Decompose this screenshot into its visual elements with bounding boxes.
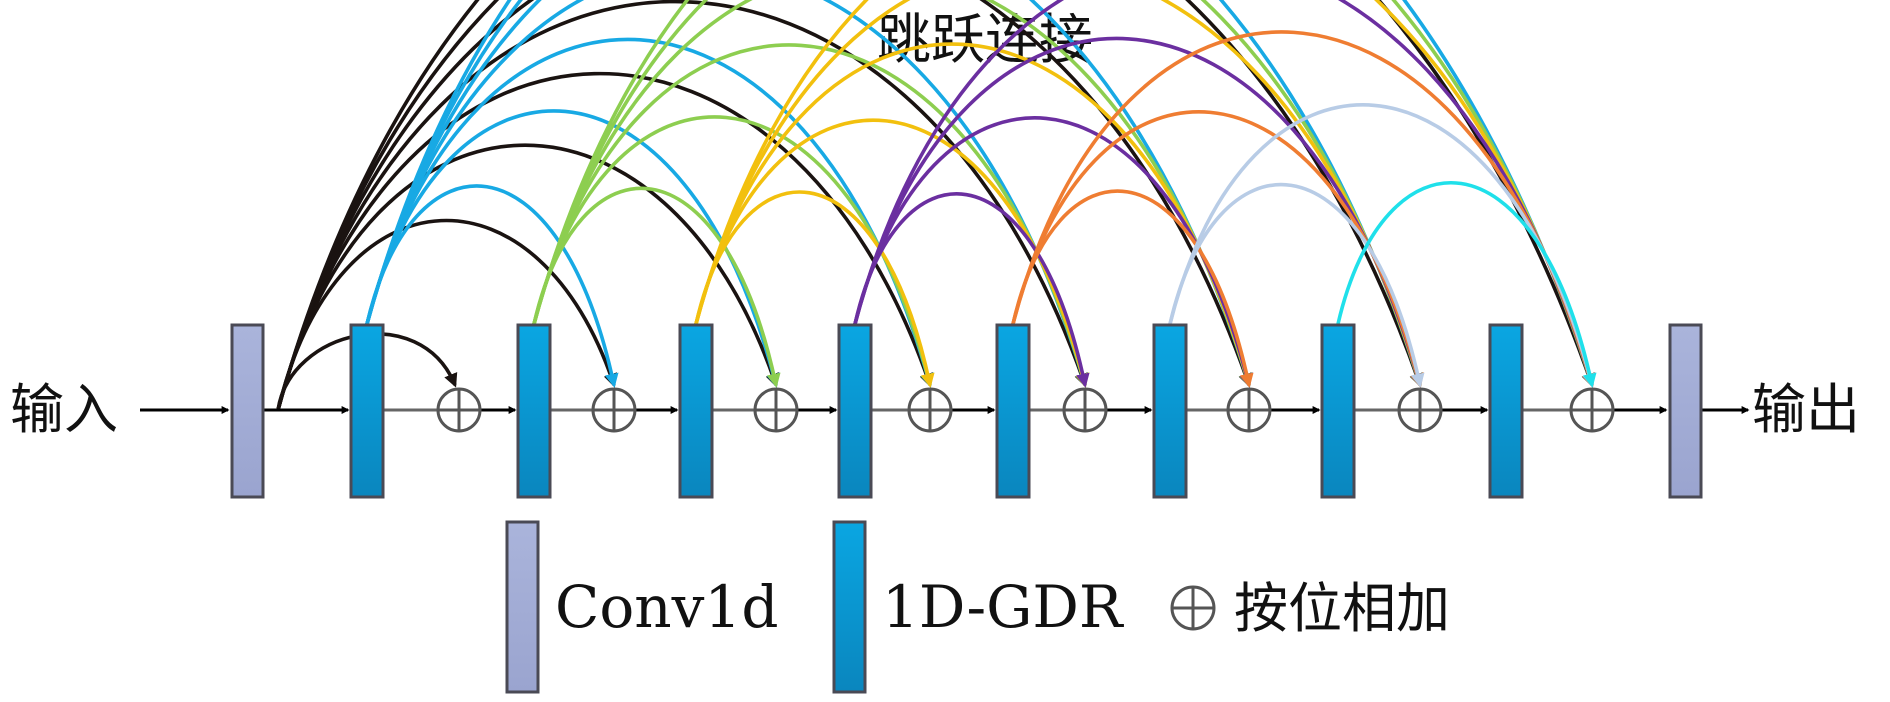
skip-arc [694, 0, 1424, 388]
gdr-block [516, 323, 552, 499]
skip-arc [1011, 30, 1596, 388]
sum-node [1226, 387, 1272, 433]
gdr-block [1320, 323, 1356, 499]
skip-arc [365, 0, 1253, 388]
skip-arc [532, 0, 1424, 388]
legend-conv-swatch [505, 520, 540, 694]
gdr-block [678, 323, 714, 499]
legend-gdr-label: 1D-GDR [882, 573, 1125, 641]
sum-node [591, 387, 637, 433]
legend-conv-label: Conv1d [555, 573, 778, 641]
sum-node [1062, 387, 1108, 433]
skip-arc [694, 0, 1596, 388]
sum-node [907, 387, 953, 433]
skip-arc [276, 0, 1088, 411]
sum-node [1569, 387, 1615, 433]
input-label: 输入 [10, 378, 118, 441]
blocks [230, 323, 1703, 499]
legend-gdr-swatch [832, 520, 867, 694]
skip-arc [853, 0, 1596, 388]
legend: Conv1d 1D-GDR 按位相加 [505, 520, 1450, 694]
skip-arc [365, 0, 1596, 388]
conv1d-block [1668, 323, 1703, 499]
gdr-block [1488, 323, 1524, 499]
skip-arc [1336, 181, 1597, 388]
skip-arc [532, 0, 1596, 388]
skip-arc [365, 0, 1424, 388]
gdr-block [837, 323, 873, 499]
skip-arc [365, 0, 1089, 388]
skip-arc [276, 0, 1595, 411]
legend-add-label: 按位相加 [1234, 577, 1450, 640]
sum-node [753, 387, 799, 433]
output-label: 输出 [1752, 378, 1860, 441]
skip-arc [276, 71, 933, 411]
skip-arc [365, 37, 934, 388]
skip-arc [276, 218, 618, 411]
skip-arc [276, 0, 1252, 411]
gdr-block [1152, 323, 1188, 499]
legend-add-icon [1170, 585, 1216, 631]
gdr-block [349, 323, 385, 499]
skip-connections [276, 0, 1597, 411]
gdr-block [995, 323, 1031, 499]
sum-node [1397, 387, 1443, 433]
conv1d-block [230, 323, 265, 499]
sum-node [436, 387, 482, 433]
skip-arc [276, 0, 1423, 411]
skip-arc [532, 0, 1253, 388]
